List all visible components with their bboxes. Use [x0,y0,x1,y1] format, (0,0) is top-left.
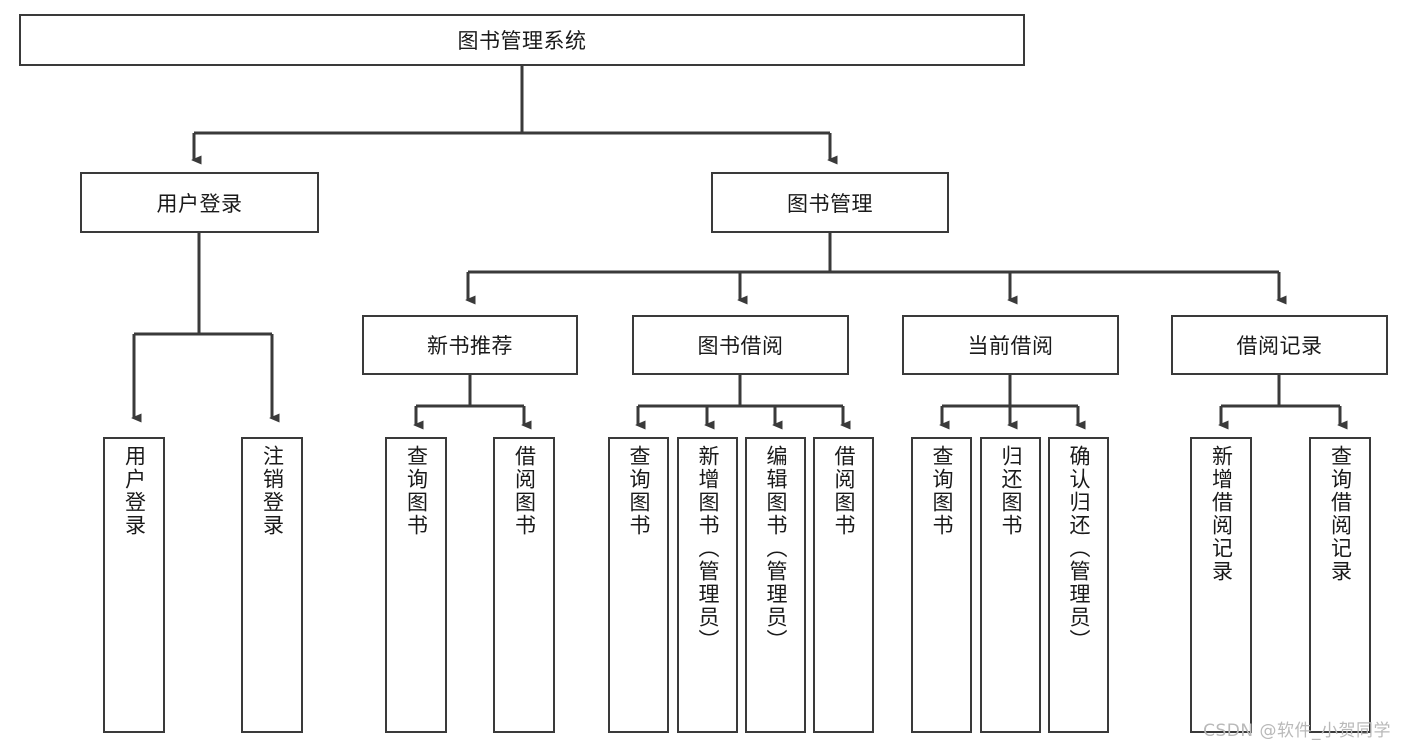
node-user-login[interactable]: 用户登录 [80,172,319,233]
node-new-book-recommend-label: 新书推荐 [427,334,513,358]
leaf-query-book-3[interactable]: 查询图书 [911,437,972,733]
leaf-query-book-3-label: 查询图书 [930,445,954,537]
leaf-logout[interactable]: 注销登录 [241,437,303,733]
leaf-query-book-2-label: 查询图书 [627,445,651,537]
node-book-borrow-label: 图书借阅 [697,334,784,358]
leaf-edit-book-admin[interactable]: 编辑图书（管理员） [745,437,806,733]
leaf-borrow-book-1[interactable]: 借阅图书 [493,437,555,733]
node-user-login-label: 用户登录 [156,191,243,216]
leaf-query-borrow-record[interactable]: 查询借阅记录 [1309,437,1371,733]
leaf-return-book[interactable]: 归还图书 [980,437,1041,733]
leaf-query-book-1[interactable]: 查询图书 [385,437,447,733]
leaf-query-book-2[interactable]: 查询图书 [608,437,669,733]
node-book-borrow[interactable]: 图书借阅 [632,315,849,375]
leaf-add-book-admin[interactable]: 新增图书（管理员） [677,437,738,733]
node-current-borrow[interactable]: 当前借阅 [902,315,1119,375]
leaf-confirm-return-admin[interactable]: 确认归还（管理员） [1048,437,1109,733]
leaf-add-borrow-record[interactable]: 新增借阅记录 [1190,437,1252,733]
leaf-user-login[interactable]: 用户登录 [103,437,165,733]
leaf-borrow-book-2-label: 借阅图书 [832,445,856,537]
leaf-return-book-label: 归还图书 [999,445,1023,537]
leaf-query-book-1-label: 查询图书 [404,445,429,537]
node-book-management[interactable]: 图书管理 [711,172,949,233]
node-root[interactable]: 图书管理系统 [19,14,1025,66]
leaf-borrow-book-1-label: 借阅图书 [512,445,537,537]
node-borrow-record[interactable]: 借阅记录 [1171,315,1388,375]
leaf-borrow-book-2[interactable]: 借阅图书 [813,437,874,733]
leaf-edit-book-admin-label: 编辑图书（管理员） [764,445,788,652]
leaf-logout-label: 注销登录 [260,445,285,537]
node-root-label: 图书管理系统 [457,29,587,53]
leaf-add-book-admin-label: 新增图书（管理员） [696,445,720,652]
leaf-query-borrow-record-label: 查询借阅记录 [1328,445,1353,583]
node-current-borrow-label: 当前借阅 [967,334,1054,358]
node-borrow-record-label: 借阅记录 [1236,334,1323,358]
node-book-management-label: 图书管理 [787,191,873,216]
watermark: CSDN @软件_小贺同学 [1203,721,1391,741]
leaf-user-login-label: 用户登录 [122,445,147,537]
leaf-add-borrow-record-label: 新增借阅记录 [1209,445,1234,583]
leaf-confirm-return-admin-label: 确认归还（管理员） [1067,445,1091,652]
node-new-book-recommend[interactable]: 新书推荐 [362,315,578,375]
